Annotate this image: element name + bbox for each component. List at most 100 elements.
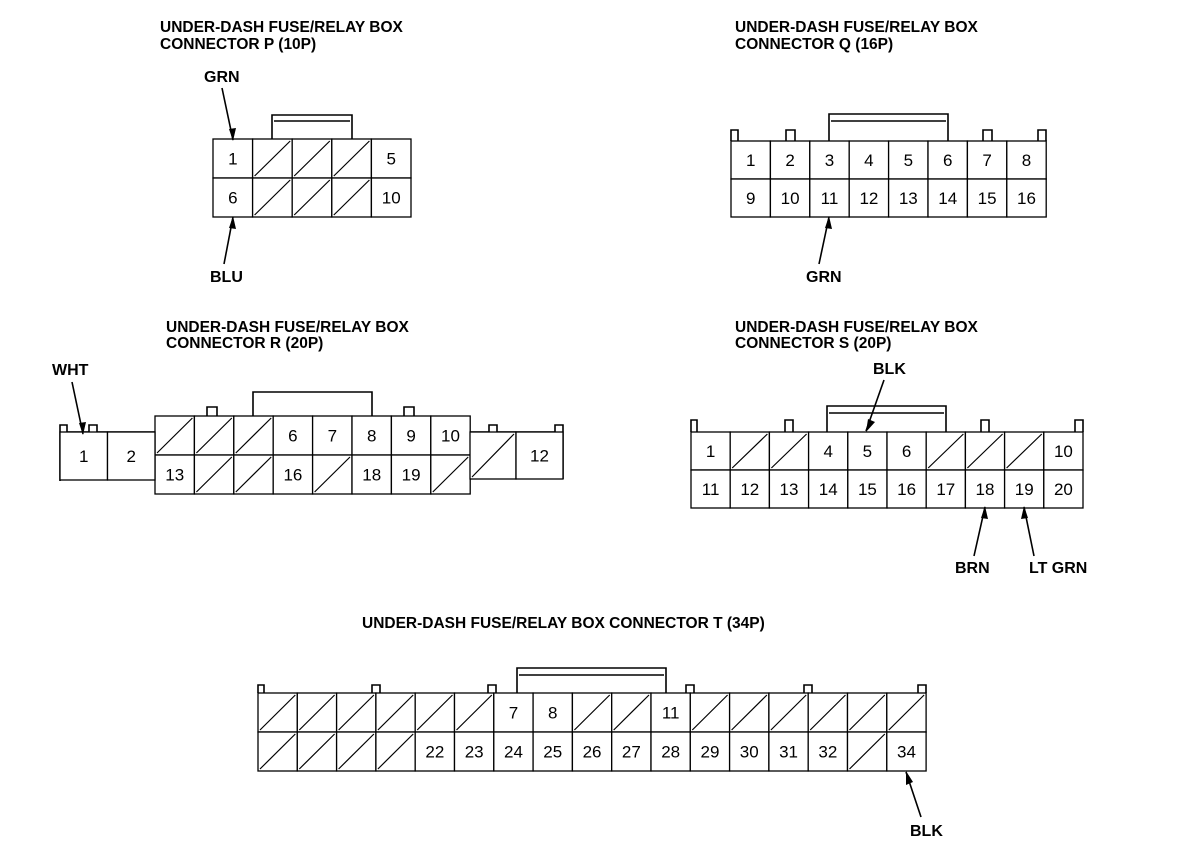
pin-number: 16 <box>1017 189 1036 208</box>
connector-s-housing <box>690 419 1084 432</box>
pin-cavity <box>886 431 927 471</box>
connector-r-notches <box>206 406 415 416</box>
connector-s-title: UNDER-DASH FUSE/RELAY BOX CONNECTOR S (2… <box>735 319 979 352</box>
connector-s-wire-brn: BRN <box>955 506 990 577</box>
blank-cavity-hatch <box>314 456 351 493</box>
arrowhead-icon <box>825 216 832 229</box>
blank-cavity-hatch <box>966 433 1004 469</box>
pin-number: 7 <box>509 704 518 723</box>
pin-number: 6 <box>228 189 237 208</box>
arrowhead-icon <box>229 216 236 229</box>
pin-number: 9 <box>406 427 415 446</box>
pin-cavity <box>106 431 156 481</box>
pin-number: 31 <box>779 743 798 762</box>
pin-number: 14 <box>819 480 838 499</box>
connector-t-title: UNDER-DASH FUSE/RELAY BOX CONNECTOR T (3… <box>362 615 765 632</box>
pin-number: 15 <box>858 480 877 499</box>
pin-cavity <box>809 178 850 218</box>
pin-number: 10 <box>382 189 401 208</box>
connector-p-title-line2: CONNECTOR P (10P) <box>160 36 316 53</box>
blank-cavity-hatch <box>849 733 886 770</box>
connector-p-lock-tab <box>271 114 353 139</box>
blank-cavity-hatch <box>195 417 233 454</box>
arrowhead-icon <box>906 771 913 785</box>
blank-cavity-hatch <box>338 694 375 731</box>
pin-number: 10 <box>441 427 460 446</box>
blank-cavity-hatch <box>927 433 964 469</box>
pin-cavity <box>847 469 888 509</box>
pin-cavity <box>212 138 254 179</box>
pin-number: 9 <box>746 189 755 208</box>
pin-number: 18 <box>976 480 995 499</box>
connector-s-title-line1: UNDER-DASH FUSE/RELAY BOX <box>735 319 979 336</box>
pin-number: 12 <box>740 480 759 499</box>
pin-cavity <box>390 415 432 456</box>
pin-cavity <box>847 431 888 471</box>
connector-t-lock-tab <box>516 667 667 693</box>
arrowhead-icon <box>79 422 86 435</box>
blank-cavity-hatch <box>731 694 768 731</box>
pin-number: 34 <box>897 743 916 762</box>
blank-cavity-hatch <box>456 694 493 731</box>
wire-label-wht: WHT <box>52 362 89 379</box>
connector-r-lock-tab <box>252 391 373 416</box>
pin-number: 30 <box>740 743 759 762</box>
arrowhead-icon <box>866 419 875 432</box>
pin-cavity <box>1043 469 1084 509</box>
connector-p-title: UNDER-DASH FUSE/RELAY BOX CONNECTOR P (1… <box>160 19 404 53</box>
connector-q-title-line1: UNDER-DASH FUSE/RELAY BOX <box>735 19 979 36</box>
connector-s-wire-lt-grn: LT GRN <box>1021 506 1087 577</box>
pin-number: 24 <box>504 743 523 762</box>
pin-cavity <box>809 140 850 180</box>
pin-number: 2 <box>785 151 794 170</box>
connector-r-title-line2: CONNECTOR R (20P) <box>166 335 323 352</box>
pin-number: 11 <box>662 704 680 723</box>
blank-cavity-hatch <box>731 433 768 469</box>
connector-q-title: UNDER-DASH FUSE/RELAY BOX CONNECTOR Q (1… <box>735 19 979 53</box>
pin-number: 25 <box>543 743 562 762</box>
pin-number: 1 <box>228 150 237 169</box>
pin-number: 19 <box>1015 480 1034 499</box>
connector-t-wire-blk: BLK <box>905 771 943 840</box>
pin-cavity <box>807 469 849 509</box>
pin-cavity <box>351 415 393 456</box>
blank-cavity-hatch <box>573 694 611 731</box>
pin-number: 23 <box>465 743 484 762</box>
arrowhead-icon <box>981 506 988 519</box>
pin-number: 5 <box>904 151 913 170</box>
pin-number: 13 <box>780 480 799 499</box>
pin-number: 11 <box>702 480 720 499</box>
blank-cavity-hatch <box>471 433 515 478</box>
pin-number: 1 <box>746 151 755 170</box>
pin-number: 20 <box>1054 480 1073 499</box>
connector-s-lock-tab <box>826 405 947 432</box>
blank-cavity-hatch <box>432 456 469 493</box>
pin-number: 22 <box>425 743 444 762</box>
connector-p-wire-blu: BLU <box>210 216 243 286</box>
blank-cavity-hatch <box>338 733 375 770</box>
pin-number: 6 <box>902 442 911 461</box>
pin-number: 6 <box>288 427 297 446</box>
blank-cavity-hatch <box>235 417 272 454</box>
blank-cavity-hatch <box>770 694 807 731</box>
pin-number: 17 <box>936 480 955 499</box>
pin-cavity <box>690 431 731 471</box>
blank-cavity-hatch <box>416 694 453 731</box>
arrowhead-icon <box>229 128 236 141</box>
pin-number: 16 <box>897 480 916 499</box>
pin-cavity <box>730 140 772 180</box>
pin-number: 8 <box>367 427 376 446</box>
pin-number: 2 <box>127 447 136 466</box>
pin-cavity <box>650 731 691 772</box>
connector-s-wire-blk: BLK <box>865 361 906 432</box>
pin-number: 1 <box>79 447 88 466</box>
connector-p-title-line1: UNDER-DASH FUSE/RELAY BOX <box>160 19 404 36</box>
connector-t-title-line: UNDER-DASH FUSE/RELAY BOX CONNECTOR T (3… <box>362 615 765 632</box>
pin-number: 11 <box>821 189 839 208</box>
